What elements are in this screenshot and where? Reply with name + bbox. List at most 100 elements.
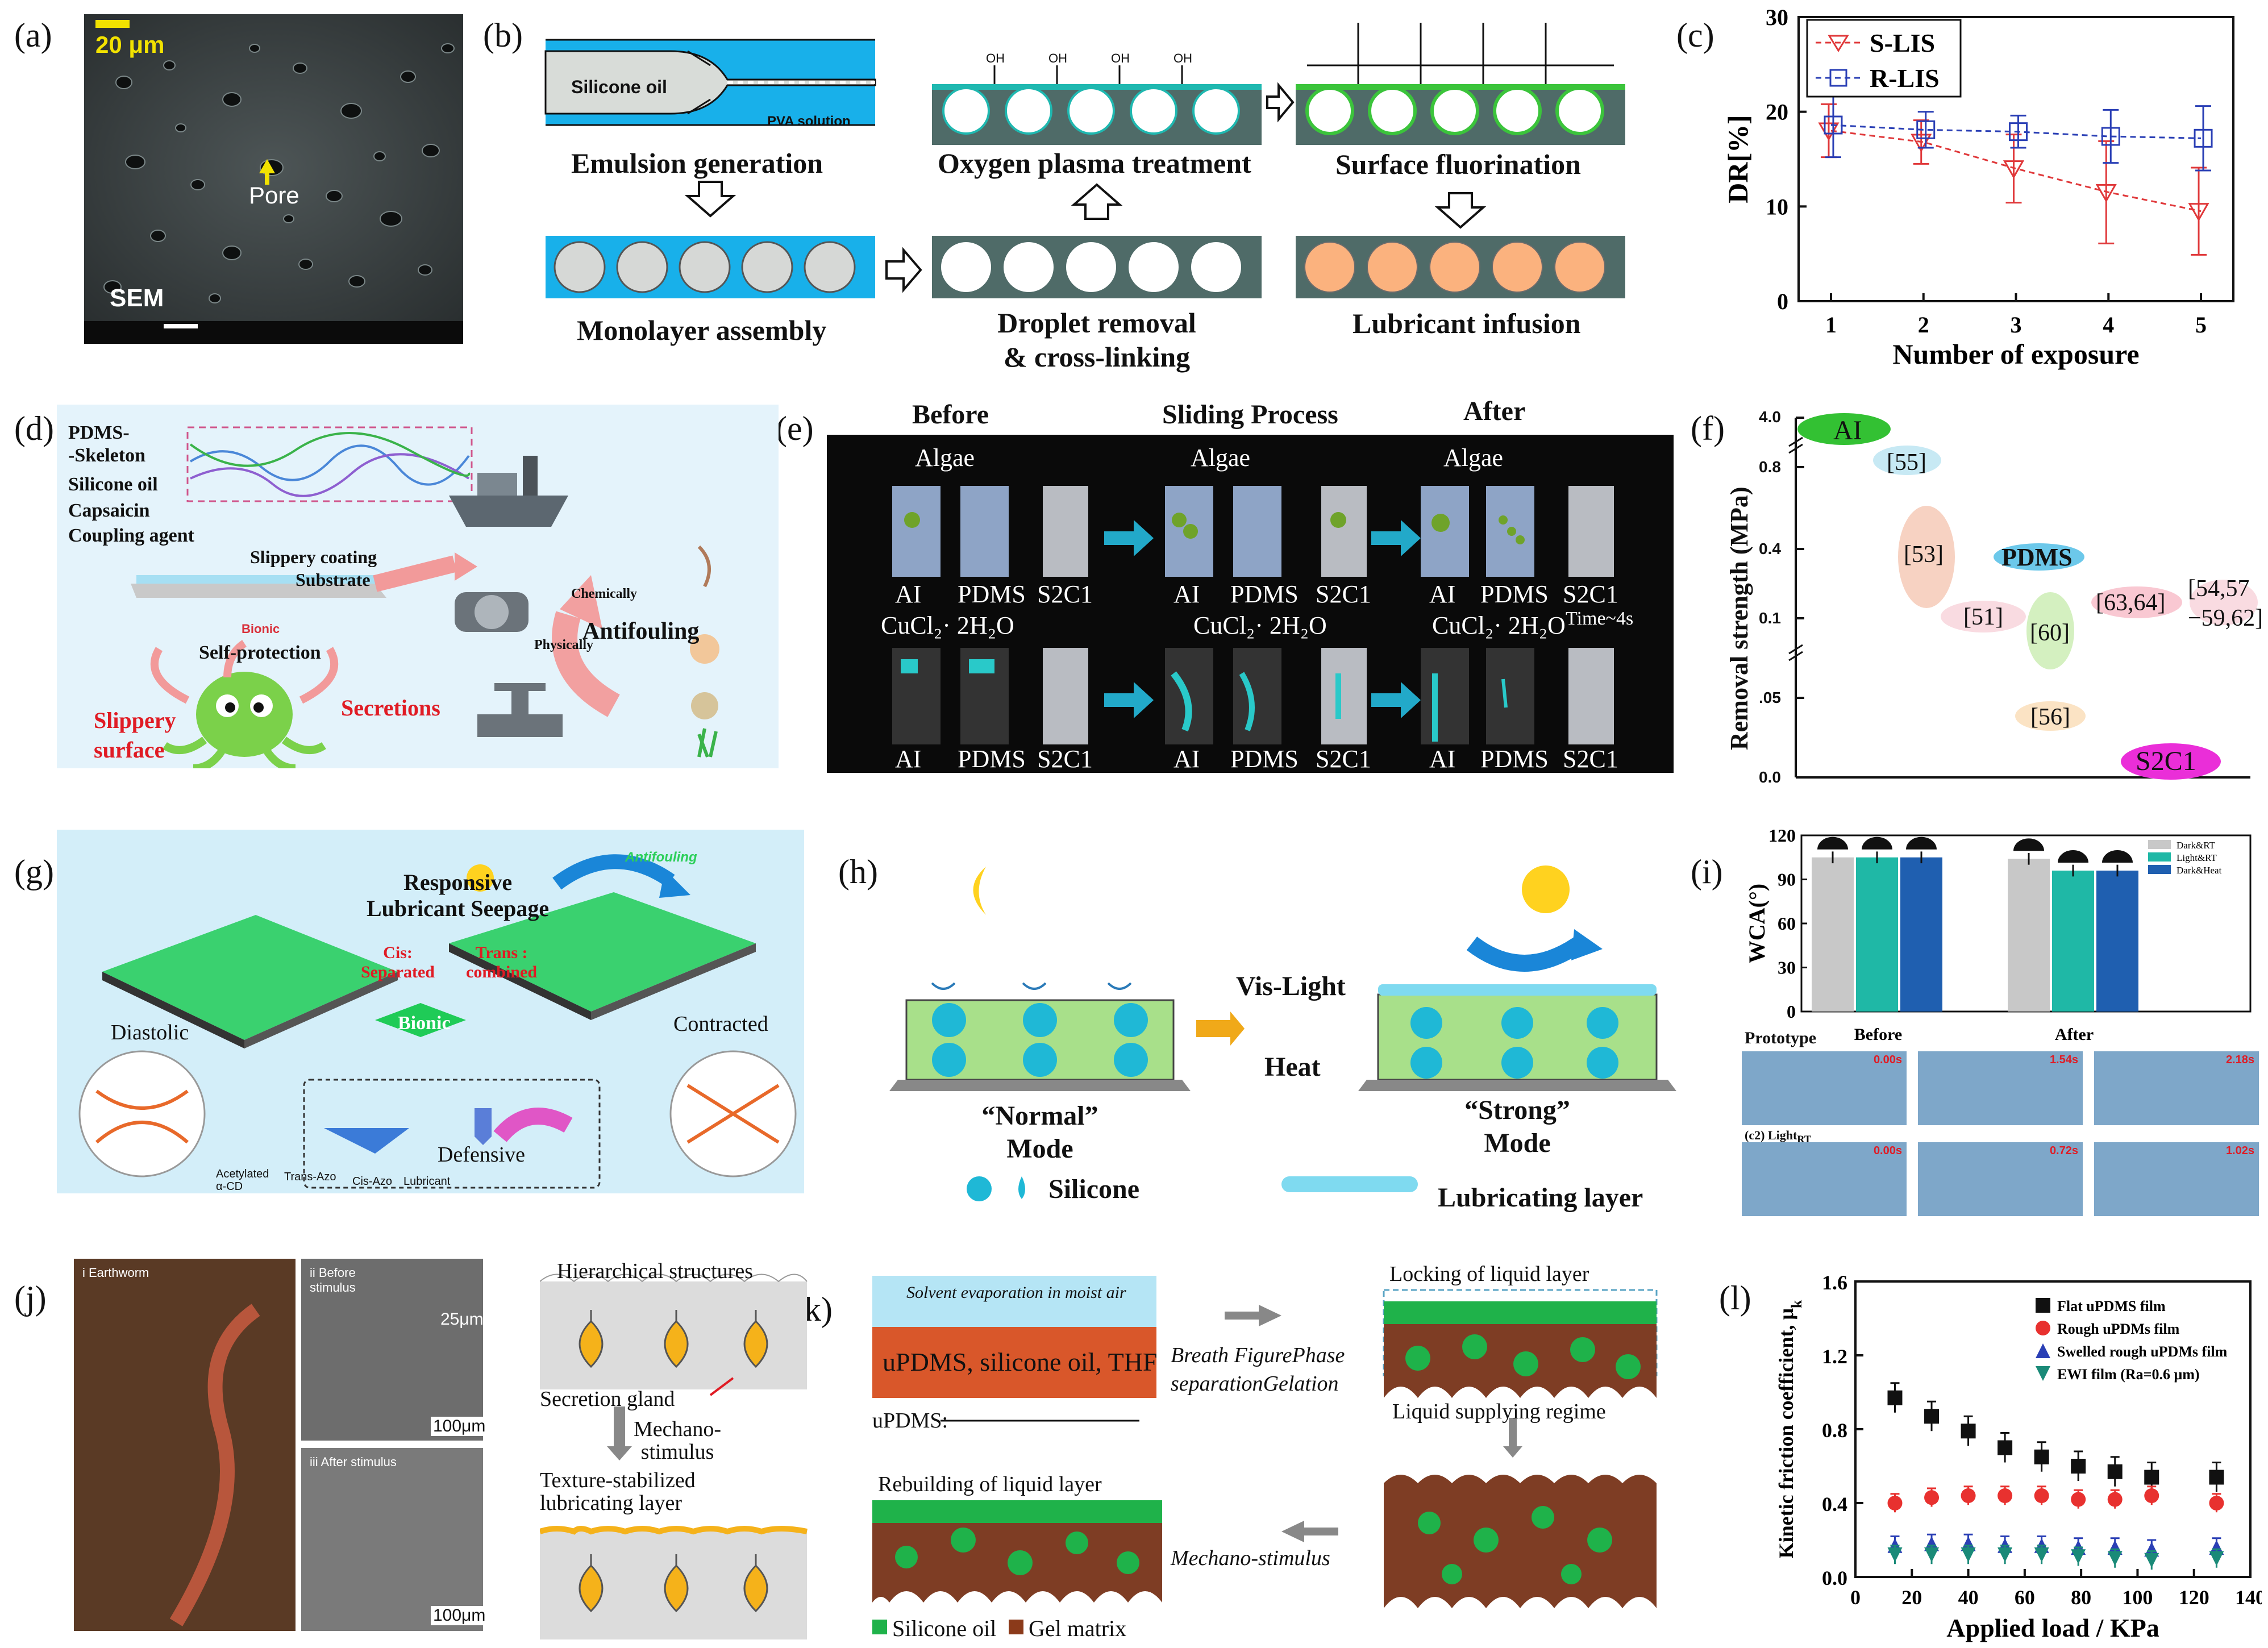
panel-a-sem-image: 20 μm Pore SEM: [84, 14, 463, 344]
wca-bar-after-1: [2052, 871, 2094, 1012]
removal-strength-drawing: [1788, 413, 2258, 780]
friction-point-0-3: [1997, 1440, 2013, 1455]
gland-drawing: [540, 1274, 808, 1639]
texture-stabilized-line1: Texture-stabilized: [540, 1468, 696, 1492]
locking-label: Locking of liquid layer: [1389, 1262, 1589, 1286]
mechano-stimulus-label-j: Mechano- stimulus: [634, 1418, 721, 1463]
wca-legend-swatch-1: [2148, 852, 2171, 862]
mixture-label: uPDMS, silicone oil, THF: [883, 1347, 1158, 1376]
x-axis-label: Number of exposure: [1892, 338, 2139, 370]
pdms-label-5: PDMS: [1230, 745, 1299, 773]
tick-0-0: 0.0: [1759, 768, 1781, 786]
friction-legend-marker-1: [2036, 1321, 2050, 1335]
tick-4-0: 4.0: [1759, 408, 1781, 426]
legend-lubricant: Lubricant: [403, 1175, 451, 1188]
after-stimulus-photo: iii After stimulus 100μm: [301, 1448, 488, 1631]
step-infusion: Lubricant infusion: [1353, 307, 1581, 339]
ai-label-6: AI: [1429, 745, 1456, 773]
secretion-gland-label: Secretion gland: [540, 1387, 675, 1411]
wca-y-tick-label-2: 60: [1778, 913, 1796, 934]
oh-label-2: OH: [1048, 51, 1067, 65]
marker-s-lis-3: [2095, 184, 2117, 203]
breath-figure-line1: Breath FigurePhase: [1171, 1343, 1345, 1367]
wca-bar-before-1: [1856, 857, 1898, 1012]
y-axis-label: DR[%]: [1722, 115, 1754, 203]
oh-label-1: OH: [986, 51, 1005, 65]
pdms-label-2: PDMS: [1230, 580, 1299, 608]
legend-marker-1: [1829, 69, 1847, 87]
slippery-coating-label: Slippery coating: [250, 547, 377, 567]
step-emulsion: Emulsion generation: [571, 147, 823, 179]
wca-bar-before-2: [1900, 857, 1942, 1012]
algae-label-after: Algae: [1443, 444, 1504, 472]
secretions-label: Secretions: [341, 695, 440, 721]
fabrication-drawing: [544, 23, 1625, 298]
cucl2-label-before: CuCl₂· 2H₂O: [881, 611, 1014, 639]
physically-label: Physically: [534, 638, 594, 652]
before-stimulus-photo: ii Before stimulus 25μm 100μm: [301, 1259, 488, 1441]
friction-point-0-7: [2144, 1470, 2159, 1485]
marker-s-lis-2: [2003, 160, 2025, 179]
friction-legend-marker-3: [2036, 1366, 2050, 1381]
wca-bar-after-0: [2008, 859, 2050, 1012]
pdms-label-4: PDMS: [958, 745, 1026, 773]
step-plasma: Oxygen plasma treatment: [938, 147, 1251, 179]
friction-legend-marker-2: [2036, 1343, 2050, 1358]
wca-legend-label-0: Dark&RT: [2177, 840, 2216, 851]
label-ref-5457-line2: −59,62]: [2188, 605, 2263, 631]
ai-label-2: AI: [1173, 580, 1200, 608]
series-line-r-lis: [1830, 124, 2202, 139]
panel-k-liquid-layer: Solvent evaporation in moist air uPDMS, …: [872, 1256, 1696, 1642]
friction-y-tick-label-0: 0.0: [1822, 1567, 1847, 1589]
before-stimulus-line1: ii Before: [310, 1266, 356, 1280]
trans-line1: Trans :: [475, 943, 528, 962]
sem-pore-label: Pore: [249, 182, 299, 209]
silicone-legend: Silicone: [1048, 1174, 1140, 1204]
panel-tag-d: (d): [14, 410, 54, 447]
pdms-label-6: PDMS: [1480, 745, 1549, 773]
silicone-oil-label: Silicone oil: [571, 77, 667, 97]
wca-droplet-before-1: [1862, 837, 1892, 850]
silicone-oil-label-d: Silicone oil: [68, 474, 158, 495]
x-tick-label-4: 5: [2195, 312, 2207, 338]
coupling-agent-label: Coupling agent: [68, 525, 194, 546]
friction-x-tick-label-5: 100: [2122, 1586, 2153, 1609]
vis-light-label: Vis-Light: [1236, 971, 1346, 1001]
light-rt-label: (c2) LightRT: [1745, 1128, 1811, 1145]
marker-r-lis-1: [1916, 120, 1936, 139]
friction-point-1-1: [1924, 1490, 1940, 1505]
frame-proto-2: 1.54s: [1918, 1051, 2083, 1125]
breath-figure-line2: separationGelation: [1171, 1372, 1339, 1396]
frame-light-1: 0.00s: [1742, 1142, 1907, 1216]
friction-point-1-7: [2144, 1488, 2159, 1503]
frame-time-1: 0.00s: [1873, 1054, 1902, 1066]
cucl2-label-after: CuCl₂· 2H₂O: [1432, 611, 1566, 639]
legend-gel-matrix: Gel matrix: [1029, 1616, 1127, 1641]
panel-tag-f: (f): [1691, 410, 1725, 447]
wca-bar-before-0: [1812, 857, 1854, 1012]
prototype-label: Prototype: [1745, 1029, 1817, 1047]
removal-strength-ylabel: Removal strength (MPa): [1725, 486, 1753, 750]
marker-s-lis-4: [2188, 203, 2209, 222]
label-ref-5457: [54,57 −59,62]: [2188, 574, 2263, 633]
ai-label-4: AI: [895, 745, 922, 773]
panel-f-removal-strength: Removal strength (MPa) 4.0 0.8 0.4 0.1 .…: [1725, 398, 2263, 786]
wca-legend-label-2: Dark&Heat: [2177, 865, 2222, 876]
x-tick-label-0: 1: [1825, 312, 1837, 338]
y-tick-label-0: 0: [1777, 289, 1788, 314]
solvent-evaporation-label: Solvent evaporation in moist air: [906, 1283, 1126, 1302]
frame-time-4: 0.00s: [1873, 1145, 1902, 1157]
s2c1-label-4: S2C1: [1037, 745, 1093, 773]
friction-point-0-0: [1887, 1390, 1903, 1405]
self-protection-label: Self-protection: [199, 642, 321, 663]
s2c1-label-1: S2C1: [1037, 580, 1093, 608]
panel-e-sliding-photos: Before Sliding Process After Algae Algae…: [827, 392, 1674, 773]
strong-mode-line2: Mode: [1484, 1128, 1551, 1158]
octopus-drawing: [57, 405, 779, 768]
texture-stabilized-label: Texture-stabilized lubricating layer: [540, 1469, 696, 1514]
friction-x-axis-label: Applied load / KPa: [1946, 1613, 2159, 1642]
antifouling-label-g: Antifouling: [625, 850, 697, 865]
wca-bar-after-2: [2096, 871, 2138, 1012]
friction-y-tick-label-4: 1.6: [1822, 1271, 1847, 1294]
